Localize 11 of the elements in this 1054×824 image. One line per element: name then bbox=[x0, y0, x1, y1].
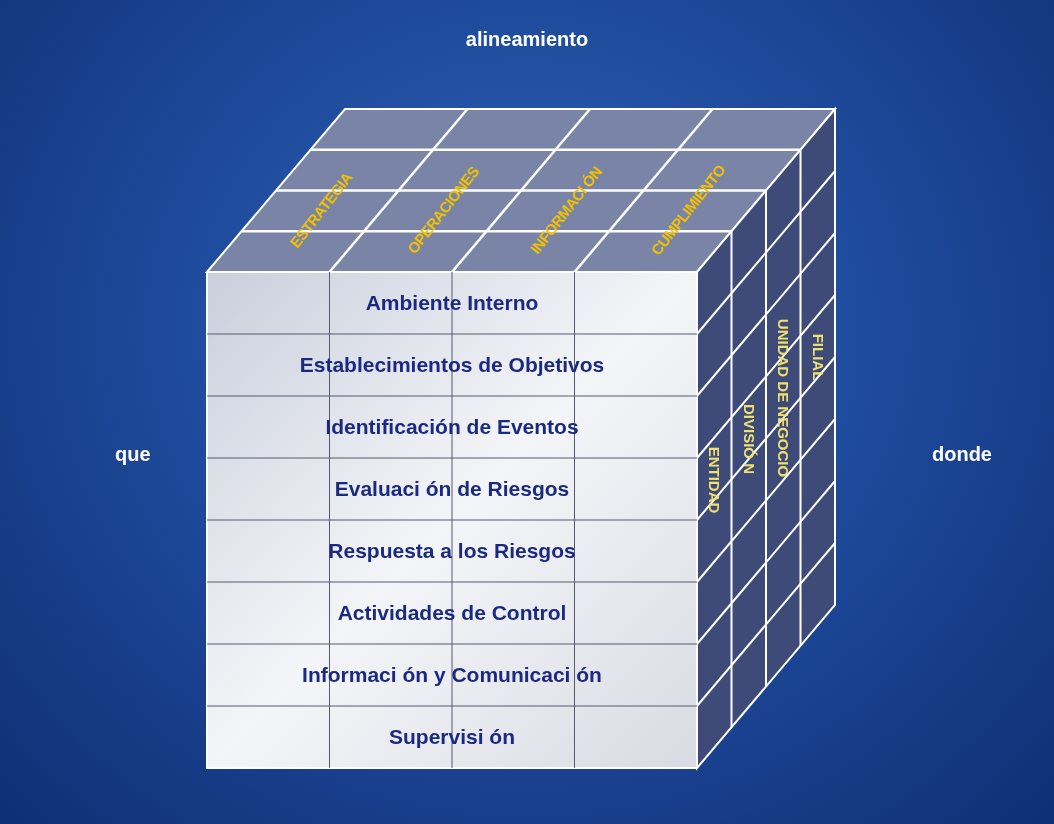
level-label: ENTIDAD bbox=[705, 446, 723, 513]
level-label: FILIAL bbox=[809, 334, 827, 381]
component-label: Actividades de Control bbox=[337, 601, 567, 625]
component-label: Evaluaci ón de Riesgos bbox=[334, 477, 570, 501]
component-label: Ambiente Interno bbox=[365, 291, 539, 315]
level-label: DIVISIÓ N bbox=[740, 403, 758, 474]
axis-label: alineamiento bbox=[465, 28, 589, 51]
axis-label: donde bbox=[932, 443, 992, 466]
axis-label: que bbox=[115, 443, 151, 466]
component-label: Supervisi ón bbox=[389, 725, 515, 749]
level-label: UNIDAD DE NEGOCIO bbox=[774, 318, 792, 478]
